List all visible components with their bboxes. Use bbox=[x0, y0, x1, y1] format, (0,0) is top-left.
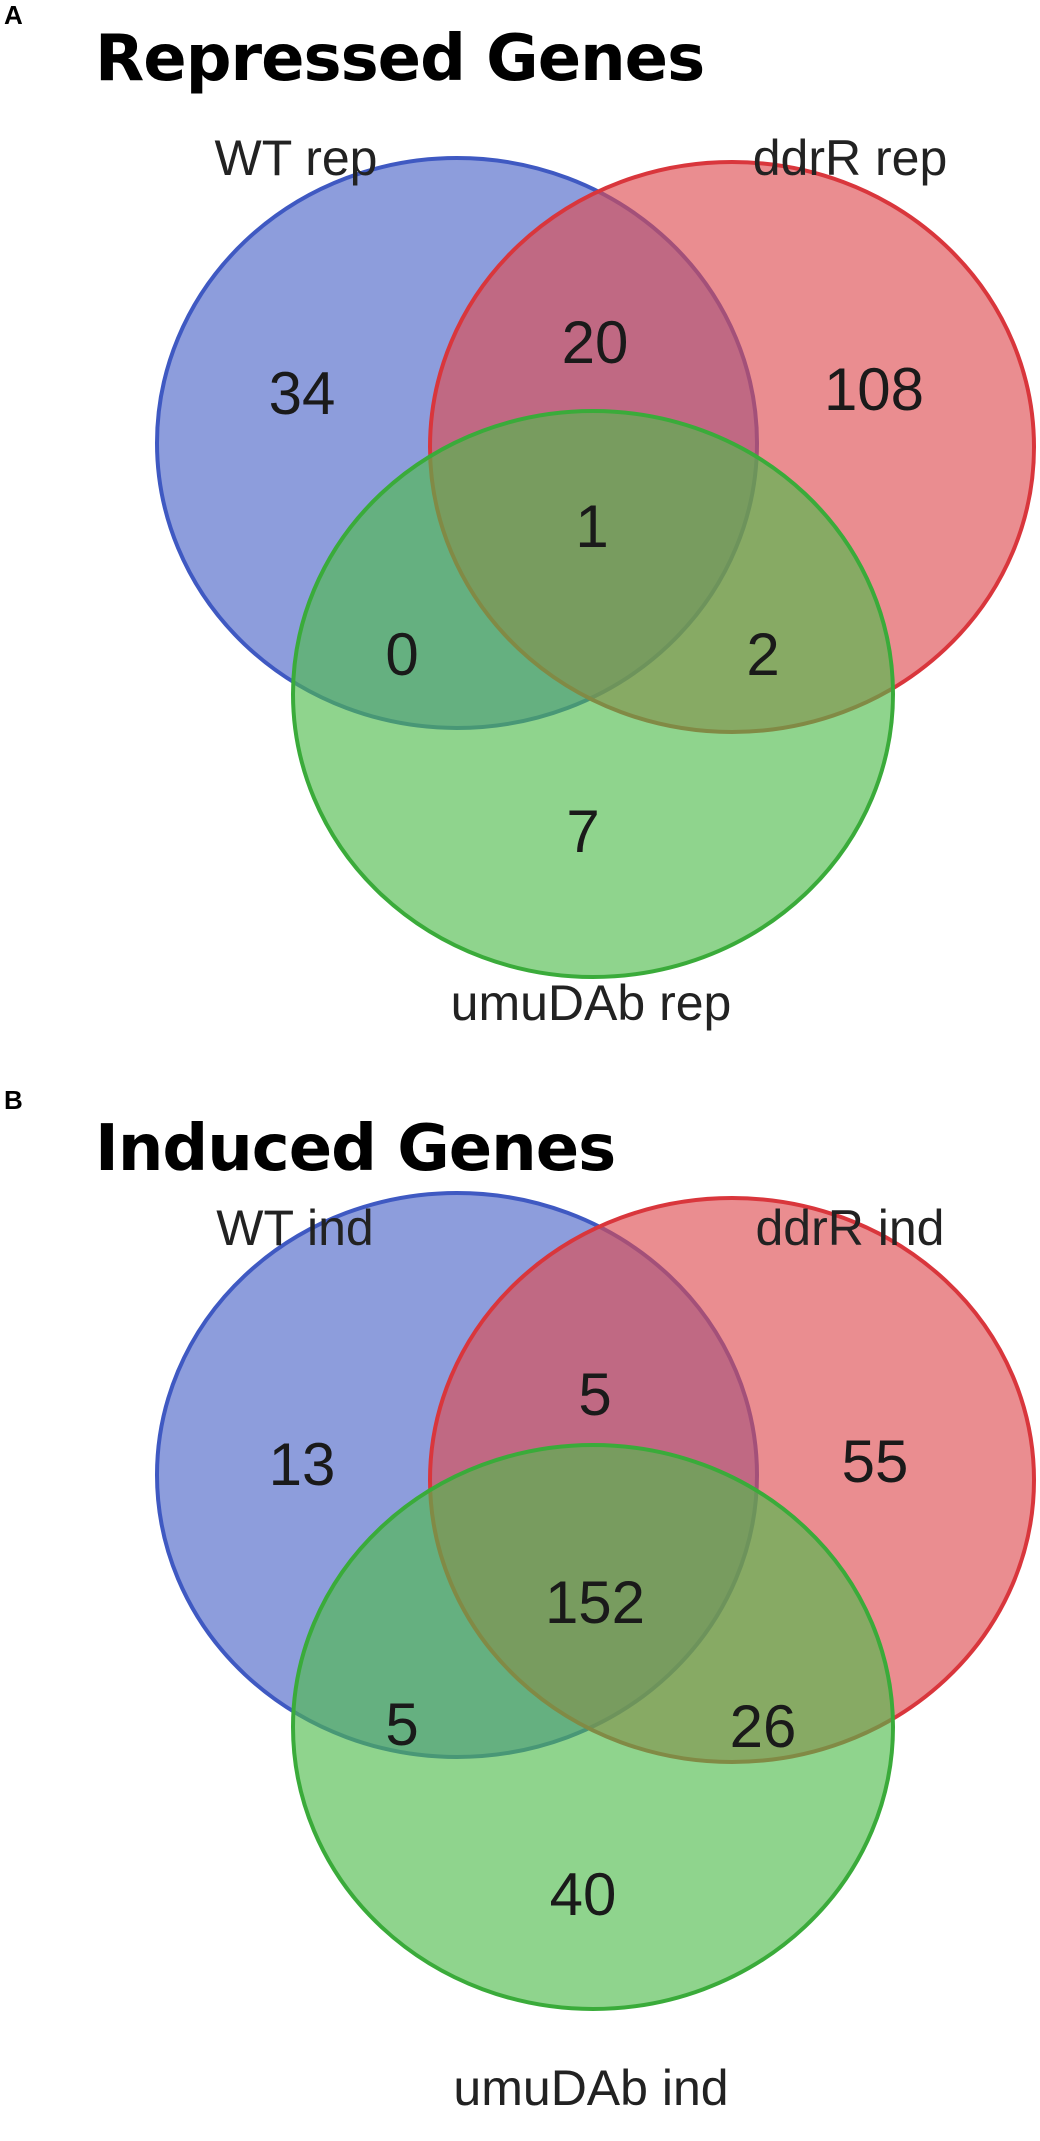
venn-diagram-induced: WT ind ddrR ind umuDAb ind 13 5 55 152 5… bbox=[155, 1191, 1036, 2116]
count-ddrr-only: 55 bbox=[842, 1428, 909, 1495]
count-wt-umudab: 0 bbox=[385, 621, 418, 688]
count-all-three: 1 bbox=[575, 493, 608, 560]
set-label-umudab: umuDAb rep bbox=[451, 975, 732, 1031]
circle-umudab-ind bbox=[291, 1443, 895, 2011]
set-label-umudab: umuDAb ind bbox=[453, 2060, 728, 2116]
set-label-ddrr: ddrR ind bbox=[756, 1200, 945, 1256]
venn-panel-induced: WT ind ddrR ind umuDAb ind 13 5 55 152 5… bbox=[0, 1085, 1040, 2141]
set-label-wt: WT rep bbox=[215, 130, 378, 186]
count-umudab-only: 7 bbox=[566, 798, 599, 865]
count-wt-ddrr: 20 bbox=[562, 309, 629, 376]
count-wt-ddrr: 5 bbox=[578, 1361, 611, 1428]
set-label-wt: WT ind bbox=[216, 1200, 373, 1256]
count-ddrr-umudab: 2 bbox=[746, 621, 779, 688]
count-wt-only: 34 bbox=[269, 360, 336, 427]
panel-title-induced: Induced Genes bbox=[95, 1112, 616, 1186]
count-wt-umudab: 5 bbox=[385, 1691, 418, 1758]
venn-diagram-repressed: WT rep ddrR rep umuDAb rep 34 20 108 1 0… bbox=[155, 130, 1036, 1031]
panel-letter-b: B bbox=[4, 1085, 23, 1115]
count-ddrr-umudab: 26 bbox=[730, 1693, 797, 1760]
panel-letter-a: A bbox=[4, 0, 23, 30]
venn-panel-repressed: WT rep ddrR rep umuDAb rep 34 20 108 1 0… bbox=[0, 0, 1040, 1056]
set-label-ddrr: ddrR rep bbox=[753, 130, 948, 186]
circle-umudab-rep bbox=[291, 409, 895, 979]
count-ddrr-only: 108 bbox=[824, 356, 924, 423]
count-umudab-only: 40 bbox=[550, 1861, 617, 1928]
count-all-three: 152 bbox=[545, 1569, 645, 1636]
panel-title-repressed: Repressed Genes bbox=[95, 22, 705, 96]
count-wt-only: 13 bbox=[269, 1431, 336, 1498]
